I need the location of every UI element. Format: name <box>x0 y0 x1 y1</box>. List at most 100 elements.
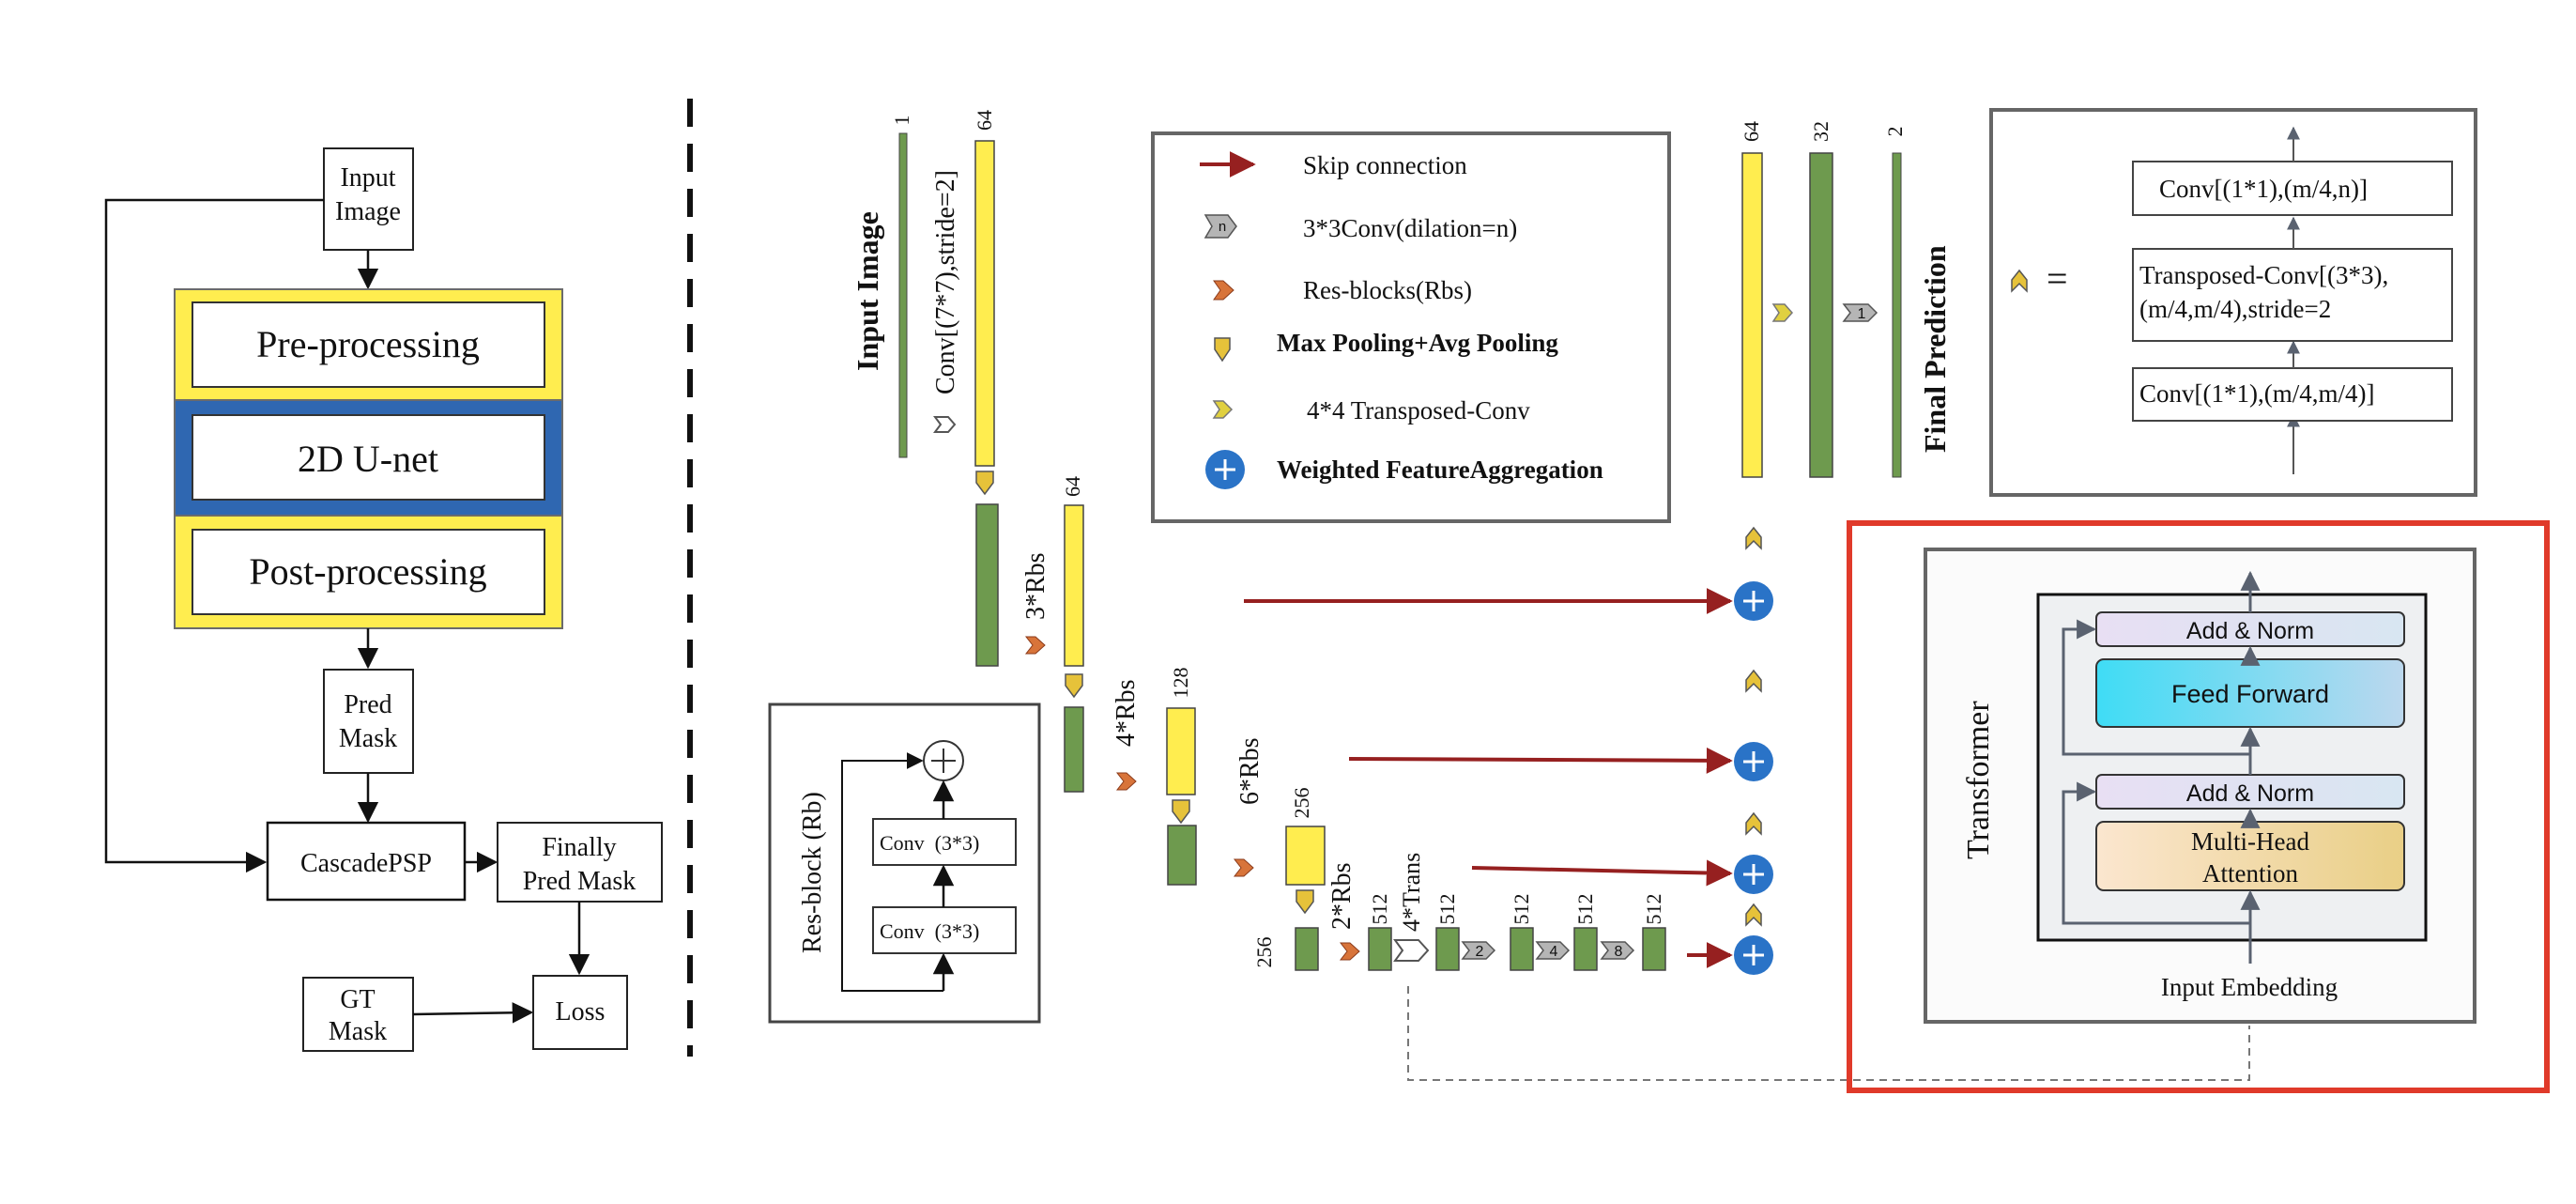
finally-mask-label-1: Finally <box>542 833 616 862</box>
channel-label-512d: 512 <box>1573 894 1597 925</box>
resblock-conv-1-label: Conv (3*3) <box>880 831 979 855</box>
legend-transposed-icon <box>1212 400 1234 419</box>
rbs4-label: 4*Rbs <box>1112 679 1141 747</box>
aggregate-node-4 <box>1734 935 1773 975</box>
transformer-highlight <box>1847 520 2550 1093</box>
pool-icon-4 <box>1296 889 1314 915</box>
input-image-box <box>323 147 414 251</box>
trans-conv-icon <box>1393 939 1430 962</box>
channel-label-512b: 512 <box>1435 894 1459 925</box>
decoder-def-transposed <box>2132 248 2453 342</box>
dilated-conv-icon-2 <box>1461 941 1496 960</box>
unet-label: 2D U-net <box>298 438 438 480</box>
dec-bar-64 <box>1741 152 1763 478</box>
arrow-input-to-cascade <box>104 198 324 873</box>
pool-icon-1 <box>975 471 994 496</box>
resblock-title: Res-block (Rb) <box>798 792 827 953</box>
aggregate-node-3 <box>1734 855 1773 894</box>
loss-box <box>532 975 628 1050</box>
finally-mask-label-2: Pred Mask <box>523 867 636 896</box>
decoder-def-equals: = <box>2047 257 2068 300</box>
enc-pool-green-2 <box>1064 706 1084 793</box>
decoder-def-transposed-label-2: (m/4,m/4),stride=2 <box>2139 295 2331 323</box>
input-image-label-1: Input <box>340 163 395 193</box>
aggregate-node-2 <box>1734 742 1773 781</box>
rbs-icon-3 <box>1233 858 1254 877</box>
bottom-bar-256 <box>1295 927 1319 971</box>
resblock-add-icon <box>931 749 956 773</box>
decoder-def-icon <box>2011 269 2028 293</box>
input-embedding-label: Input Embedding <box>2161 973 2338 1001</box>
channel-label-128: 128 <box>1169 668 1192 699</box>
gt-mask-label-1: GT <box>340 985 375 1014</box>
residual-arrow-top <box>2062 619 2250 756</box>
dilated-conv-icon-4 <box>1535 941 1571 960</box>
final-prediction-title: Final Prediction <box>1918 245 1952 453</box>
resblock-conv-2-label: Conv (3*3) <box>880 919 979 943</box>
transformer-panel: Transformer Add & Norm Feed Forward Add … <box>1847 520 2550 1093</box>
legend-rbs-icon <box>1213 280 1234 301</box>
enc-bar-64b <box>1064 504 1084 667</box>
attention-label-2: Attention <box>2202 859 2298 888</box>
legend-dilated-icon-label: n <box>1219 219 1226 235</box>
enc-bar-64 <box>974 140 995 467</box>
decoder-def-conv-top-label: Conv[(1*1),(m/4,n)] <box>2159 175 2368 203</box>
transformer-dashed-link <box>1407 986 2250 1081</box>
dec-bar-32 <box>1809 152 1833 478</box>
channel-label-512e: 512 <box>1642 894 1665 925</box>
cascadepsp-label: CascadePSP <box>300 849 432 878</box>
legend-pool-label: Max Pooling+Avg Pooling <box>1277 329 1558 357</box>
aggregate-node-1 <box>1734 581 1773 621</box>
bottom-bar-512e <box>1642 927 1666 971</box>
channel-label-64b: 64 <box>1061 476 1084 497</box>
dilated-conv-icon-8 <box>1600 941 1635 960</box>
rbs-icon-4 <box>1339 942 1360 961</box>
postprocessing-box <box>192 529 545 615</box>
finally-pred-mask-box <box>497 822 663 903</box>
feed-forward-label: Feed Forward <box>2171 680 2329 708</box>
rbs-icon-2 <box>1115 772 1137 791</box>
decoder-def-conv-bottom-label: Conv[(1*1),(m/4,m/4)] <box>2139 379 2374 408</box>
legend-dilated-label: 3*3Conv(dilation=n) <box>1303 214 1517 242</box>
bottom-bar-512c <box>1510 927 1534 971</box>
dilation-label-8: 8 <box>1615 944 1623 960</box>
gt-mask-box <box>302 977 414 1052</box>
channel-label-512c: 512 <box>1510 894 1533 925</box>
legend-panel: Skip connection n 3*3Conv(dilation=n) Re… <box>1151 131 1671 523</box>
channel-label-256a: 256 <box>1290 788 1313 819</box>
arrow-gt-to-loss <box>412 1002 534 1024</box>
channel-label-256b: 256 <box>1252 937 1276 968</box>
decoder-icon-3 <box>1745 811 1762 836</box>
resblock-panel: Res-block (Rb) Conv (3*3) Conv (3*3) <box>768 702 1041 1024</box>
input-image-title: Input Image <box>851 211 884 371</box>
rbs2-label: 2*Rbs <box>1327 862 1357 930</box>
channel-label-512a: 512 <box>1368 894 1391 925</box>
unet-box <box>192 414 545 501</box>
bottom-bar-512a <box>1368 927 1392 971</box>
dilation-label-2: 2 <box>1476 944 1484 960</box>
channel-label-64a: 64 <box>973 110 996 131</box>
preprocessing-box <box>192 301 545 388</box>
trans4-label: 4*Trans <box>1398 853 1425 932</box>
stride-conv-icon <box>933 416 957 433</box>
pipeline-panel: Input Image Pre-processing 2D U-net Post… <box>104 147 663 1052</box>
dilation-label-1: 1 <box>1858 306 1866 322</box>
loss-label: Loss <box>556 997 606 1026</box>
rbs3-label: 3*Rbs <box>1021 552 1050 620</box>
first-conv-label: Conv[(7*7),stride=2] <box>931 170 960 394</box>
legend-rbs-label: Res-blocks(Rbs) <box>1303 276 1472 304</box>
skip-arrow-3 <box>1471 859 1733 887</box>
pred-mask-box <box>323 669 414 774</box>
enc-bar-256 <box>1285 826 1326 886</box>
bottom-bar-512d <box>1573 927 1598 971</box>
legend-pool-icon <box>1214 337 1231 363</box>
legend-skip-label: Skip connection <box>1303 151 1467 179</box>
enc-pool-green-1 <box>975 503 999 667</box>
gt-mask-label-2: Mask <box>329 1017 387 1046</box>
pool-icon-3 <box>1172 799 1190 825</box>
bottom-bar-512b <box>1435 927 1460 971</box>
rbs6-label: 6*Rbs <box>1235 737 1265 805</box>
decoder-icon-4 <box>1745 903 1762 927</box>
